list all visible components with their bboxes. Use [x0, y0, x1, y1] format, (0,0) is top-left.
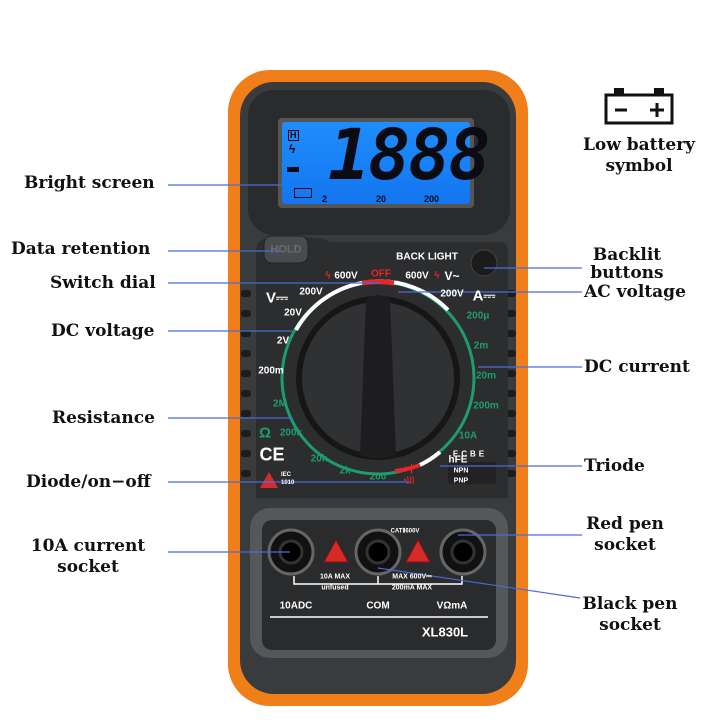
dial-range[interactable]: 2k	[339, 465, 351, 477]
dial-range[interactable]: 2M	[273, 398, 287, 410]
callout-resistance: Resistance	[52, 408, 155, 428]
range-mark: 20	[376, 194, 387, 204]
range-mark: 200	[424, 194, 440, 204]
callout-line: buttons	[590, 263, 664, 283]
jack-label: 10ADC	[279, 600, 313, 612]
dial-range[interactable]: 20k	[310, 453, 328, 465]
dc-voltage-symbol: V⎓	[266, 289, 288, 307]
jack-label: COM	[366, 600, 390, 612]
model-name: XL830L	[421, 624, 469, 640]
callout-lines	[168, 184, 582, 599]
transistor-npn: NPN	[453, 467, 469, 475]
dc-current-symbol: A⎓	[472, 287, 496, 305]
lightning-icon: ϟ	[289, 142, 296, 156]
lightning-icon: ϟ	[325, 270, 331, 282]
diode-icon: ▸|	[405, 463, 413, 475]
dial-range[interactable]: 200	[369, 471, 387, 483]
callout-line: 10A current	[30, 536, 146, 556]
callout-line: Black pen	[582, 594, 678, 614]
backlight-button[interactable]	[470, 249, 498, 277]
category-rating: CATⅡ600V	[390, 528, 420, 535]
callout-dc-voltage: DC voltage	[51, 321, 155, 341]
range-mark: 2	[322, 194, 328, 204]
backlight-label: BACK LIGHT	[396, 251, 458, 263]
right-note: MAX 600V⎓	[392, 573, 432, 581]
jack-label: VΩmA	[436, 600, 468, 612]
lightning-icon: ϟ	[434, 270, 440, 282]
resistance-symbol: Ω	[258, 424, 272, 442]
left-note: unfused	[321, 584, 349, 592]
callout-line: Backlit	[592, 245, 662, 265]
callout-line: symbol	[605, 156, 673, 176]
callout-line: Low battery	[582, 135, 696, 155]
warning-triangle-icon	[323, 538, 349, 563]
callout-triode: Triode	[584, 456, 645, 476]
transistor-hfe[interactable]: hFE	[448, 454, 468, 466]
dial-range[interactable]: 2m	[473, 340, 489, 352]
dial-range[interactable]: 200m	[258, 365, 284, 377]
buzzer-icon: •)))	[403, 475, 415, 485]
dial-off[interactable]: OFF	[371, 268, 391, 280]
callout-line: Red pen	[586, 514, 664, 534]
jack-com[interactable]	[354, 528, 402, 576]
warning-triangle-icon	[405, 538, 431, 563]
callout-line: socket	[599, 615, 661, 635]
jack-vohm-ma[interactable]	[439, 528, 487, 576]
hold-button-label[interactable]: HOLD	[270, 243, 302, 256]
callout-diode: Diode/on−off	[26, 472, 151, 492]
right-note: 200mA MAX	[391, 584, 433, 592]
callout-low-battery: Low battery symbol	[570, 135, 708, 177]
callout-backlit-buttons: Backlit buttons	[583, 246, 671, 282]
transistor-pnp: PNP	[453, 477, 469, 485]
dial-range[interactable]: 20m	[475, 370, 497, 382]
low-battery-icon	[604, 88, 674, 125]
ce-mark: CE	[259, 444, 285, 465]
callout-red-pen-socket: Red pen socket	[580, 514, 670, 556]
dial-range[interactable]: 20V	[284, 307, 302, 319]
dial-range[interactable]: 200m	[473, 400, 499, 412]
transistor-socket	[448, 462, 496, 484]
warning-triangle-icon	[260, 472, 278, 488]
hold-button[interactable]	[263, 235, 309, 264]
low-battery-icon	[294, 188, 312, 198]
transistor-socket-pins: ECBE	[452, 449, 488, 459]
minus-sign	[287, 167, 299, 172]
callout-data-retention: Data retention	[11, 239, 151, 259]
lcd-screen: H ϟ 1888 2 20 200	[282, 114, 491, 204]
dial-range[interactable]: 600V	[405, 270, 429, 282]
knob-pointer	[360, 295, 396, 459]
dial-range[interactable]: 600V	[334, 270, 358, 282]
callout-line: socket	[594, 535, 656, 555]
callout-10a-socket: 10A current socket	[28, 536, 148, 578]
callout-line: socket	[57, 557, 119, 577]
dial-range[interactable]: 200k	[279, 427, 303, 439]
left-note: 10A MAX	[319, 573, 351, 581]
hold-indicator: H	[288, 130, 299, 141]
dial-range[interactable]: 200V	[299, 286, 323, 298]
dial-range[interactable]: 200μ	[466, 310, 490, 322]
callout-black-pen-socket: Black pen socket	[580, 594, 680, 636]
dial-range[interactable]: 10A	[458, 430, 478, 442]
callout-bright-screen: Bright screen	[24, 173, 155, 193]
ac-voltage-symbol: V~	[444, 269, 460, 283]
lcd-digits: 1888	[328, 114, 491, 196]
callout-dc-current: DC current	[584, 357, 690, 377]
iec-standard: IEC 1010	[281, 472, 295, 486]
callout-ac-voltage: AC voltage	[584, 282, 686, 302]
dial-range[interactable]: 2V	[276, 335, 290, 347]
dial-range[interactable]: 200V	[440, 288, 464, 300]
callout-switch-dial: Switch dial	[50, 273, 156, 293]
